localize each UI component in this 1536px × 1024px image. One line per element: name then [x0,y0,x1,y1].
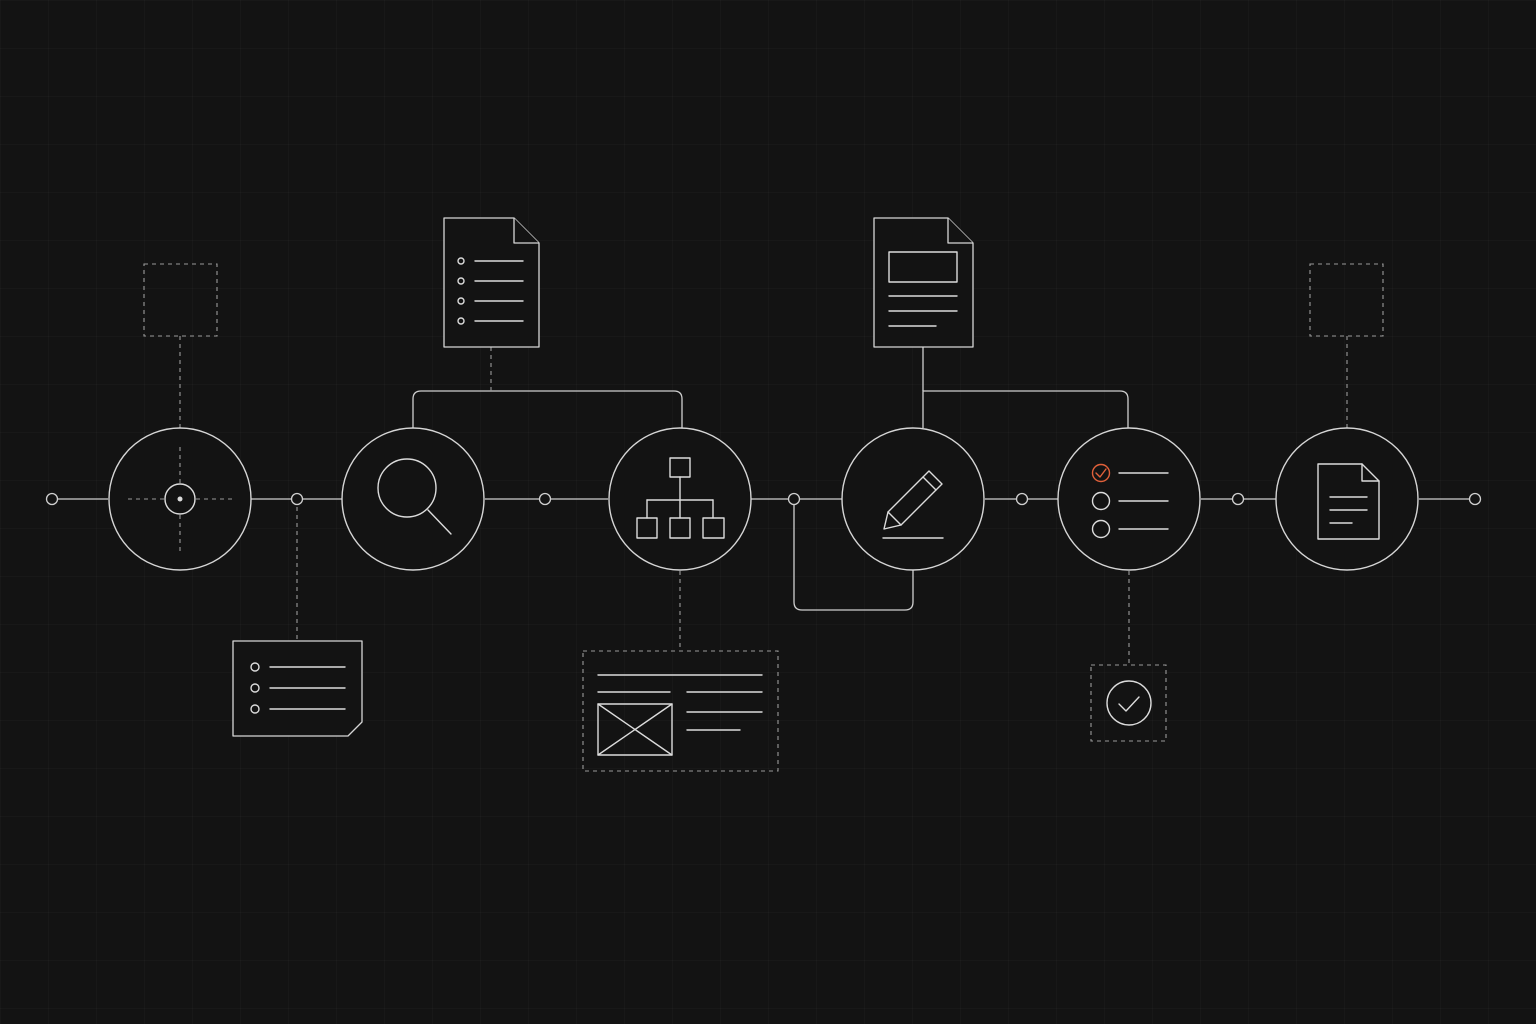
document-icon [1317,463,1380,540]
placeholder-box-end [1309,263,1384,337]
target-icon [128,447,232,551]
stage-search[interactable] [341,427,485,571]
flow-dot [1015,492,1029,506]
stage-structure[interactable] [608,427,752,571]
list-card-icon [232,640,363,737]
stage-document[interactable] [1275,427,1419,571]
pencil-icon [882,470,944,539]
hierarchy-icon [636,457,725,539]
wireframe-card-icon [582,650,779,772]
stage-target[interactable] [108,427,252,571]
flow-dot [290,492,304,506]
magnifier-icon [377,458,452,535]
flow-dot [787,492,801,506]
bracket-edit-checklist [922,390,1129,428]
stage-checklist[interactable] [1057,427,1201,571]
approval-check-icon [1090,664,1167,742]
flow-end-dot [1468,492,1482,506]
flow-dot [1231,492,1245,506]
layout-document-icon [873,217,974,348]
loop-edit-bracket [793,499,914,611]
flow-start-dot [45,492,59,506]
checklist-document-icon [443,217,540,348]
checklist-icon [1091,463,1169,539]
placeholder-box-start [143,263,218,337]
bracket-search-structure [412,390,683,428]
stage-edit[interactable] [841,427,985,571]
flow-dot [538,492,552,506]
